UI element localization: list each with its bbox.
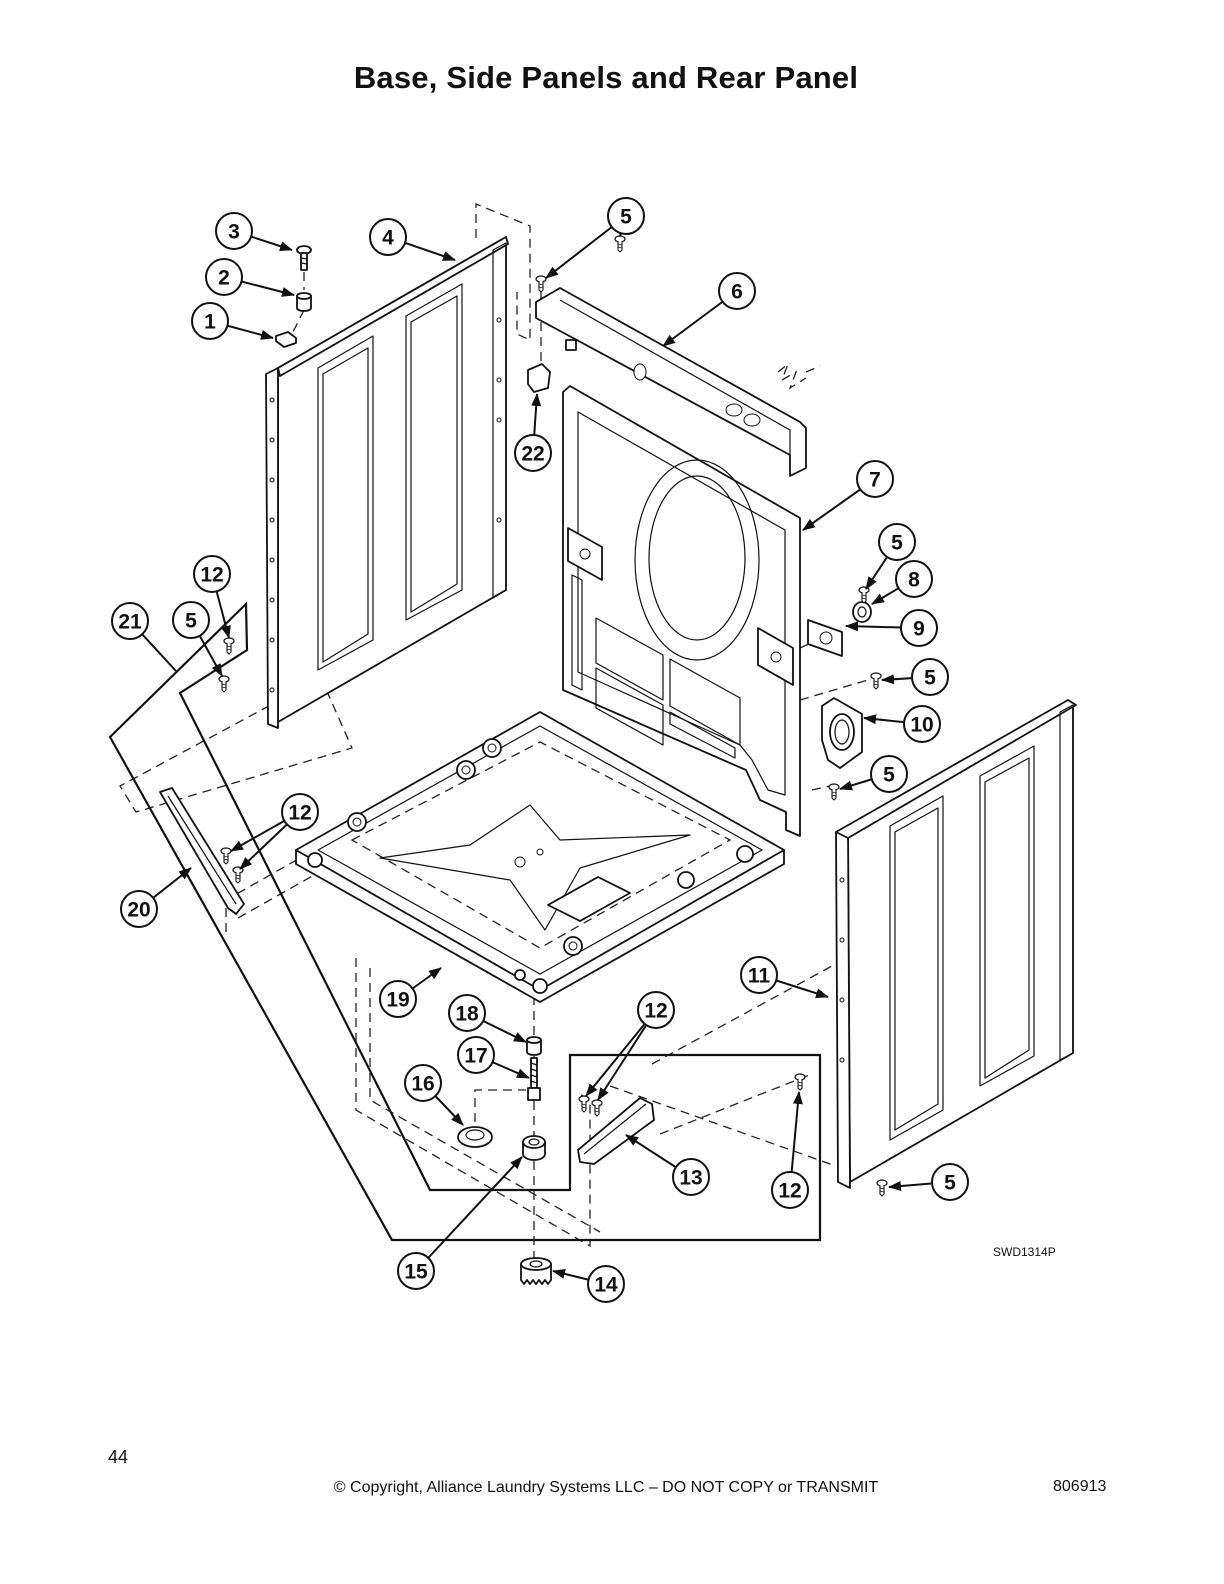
brace-20 <box>159 787 245 915</box>
leveling-bolt-17 <box>527 1057 541 1101</box>
svg-text:19: 19 <box>386 989 409 1012</box>
bracket-22 <box>527 363 551 393</box>
bracket-13 <box>577 1097 655 1165</box>
svg-text:21: 21 <box>118 611 142 634</box>
callout-12: 12 <box>230 793 319 870</box>
callout-5: 5 <box>839 755 908 793</box>
callout-12: 12 <box>771 1091 809 1209</box>
callout-1: 1 <box>191 302 274 340</box>
callout-16: 16 <box>404 1064 464 1126</box>
svg-text:13: 13 <box>679 1167 702 1190</box>
callout-2: 2 <box>205 258 295 297</box>
plate-9 <box>807 619 843 657</box>
svg-text:14: 14 <box>594 1274 618 1297</box>
callout-8: 8 <box>871 560 933 605</box>
spacer-2 <box>296 292 312 312</box>
svg-text:7: 7 <box>869 469 881 492</box>
alignment-lines <box>119 203 869 1262</box>
frame-bracket-outline <box>108 601 822 1242</box>
svg-text:10: 10 <box>910 714 933 737</box>
left-side-panel <box>265 236 509 729</box>
svg-text:9: 9 <box>913 618 925 641</box>
svg-text:5: 5 <box>883 764 895 787</box>
callout-18: 18 <box>448 994 527 1043</box>
exhaust-duct-10 <box>821 697 863 769</box>
callout-22: 22 <box>514 393 552 472</box>
base <box>295 711 785 1003</box>
nut-15 <box>522 1135 546 1161</box>
rear-panel <box>562 385 801 837</box>
page-title: Base, Side Panels and Rear Panel <box>353 60 859 95</box>
callout-13: 13 <box>625 1134 710 1196</box>
callout-3: 3 <box>215 212 293 252</box>
callout-17: 17 <box>457 1036 530 1079</box>
svg-text:3: 3 <box>228 221 240 244</box>
figure-code: SWD1314P <box>993 1245 1056 1259</box>
svg-text:5: 5 <box>620 206 632 229</box>
callout-15: 15 <box>397 1156 523 1290</box>
svg-text:17: 17 <box>464 1045 487 1068</box>
cap-1 <box>275 331 297 348</box>
callout-19: 19 <box>379 967 442 1018</box>
callout-5: 5 <box>172 601 223 677</box>
svg-text:4: 4 <box>382 227 394 250</box>
callout-6: 6 <box>662 272 756 347</box>
callout-9: 9 <box>845 609 938 647</box>
callout-12: 12 <box>193 555 231 639</box>
bushing-8 <box>852 601 872 623</box>
svg-text:12: 12 <box>288 802 311 825</box>
svg-text:8: 8 <box>908 569 920 592</box>
callout-5: 5 <box>888 1163 969 1201</box>
callout-7: 7 <box>802 460 894 531</box>
svg-text:12: 12 <box>644 1000 667 1023</box>
callout-21: 21 <box>111 602 177 672</box>
leveling-nut-18 <box>526 1036 542 1056</box>
page-number: 44 <box>108 1447 129 1467</box>
foot-14 <box>520 1257 552 1285</box>
callout-20: 20 <box>120 867 192 928</box>
callout-14: 14 <box>552 1265 625 1303</box>
svg-text:1: 1 <box>204 311 216 334</box>
document-number: 806913 <box>1053 1478 1107 1495</box>
right-side-panel <box>835 699 1077 1189</box>
svg-text:12: 12 <box>778 1180 801 1203</box>
svg-text:11: 11 <box>748 965 771 988</box>
top-rail <box>535 287 807 477</box>
svg-text:15: 15 <box>404 1261 428 1284</box>
svg-text:5: 5 <box>924 667 936 690</box>
callout-10: 10 <box>863 705 941 743</box>
svg-text:16: 16 <box>411 1073 434 1096</box>
callout-5: 5 <box>881 658 949 696</box>
rubber-pad-16 <box>457 1126 493 1148</box>
svg-text:18: 18 <box>455 1003 479 1026</box>
svg-text:22: 22 <box>521 443 544 466</box>
callout-5: 5 <box>865 523 916 590</box>
copyright-notice: © Copyright, Alliance Laundry Systems LL… <box>333 1479 879 1496</box>
svg-text:5: 5 <box>891 532 903 555</box>
svg-text:5: 5 <box>944 1172 956 1195</box>
svg-text:20: 20 <box>127 899 150 922</box>
callout-4: 4 <box>369 218 456 261</box>
svg-text:5: 5 <box>185 610 197 633</box>
callout-11: 11 <box>740 956 829 999</box>
svg-text:12: 12 <box>200 564 223 587</box>
svg-text:2: 2 <box>218 267 230 290</box>
callout-12: 12 <box>585 991 675 1101</box>
screw-3 <box>296 245 312 271</box>
callout-5: 5 <box>545 197 645 279</box>
svg-text:6: 6 <box>731 281 743 304</box>
